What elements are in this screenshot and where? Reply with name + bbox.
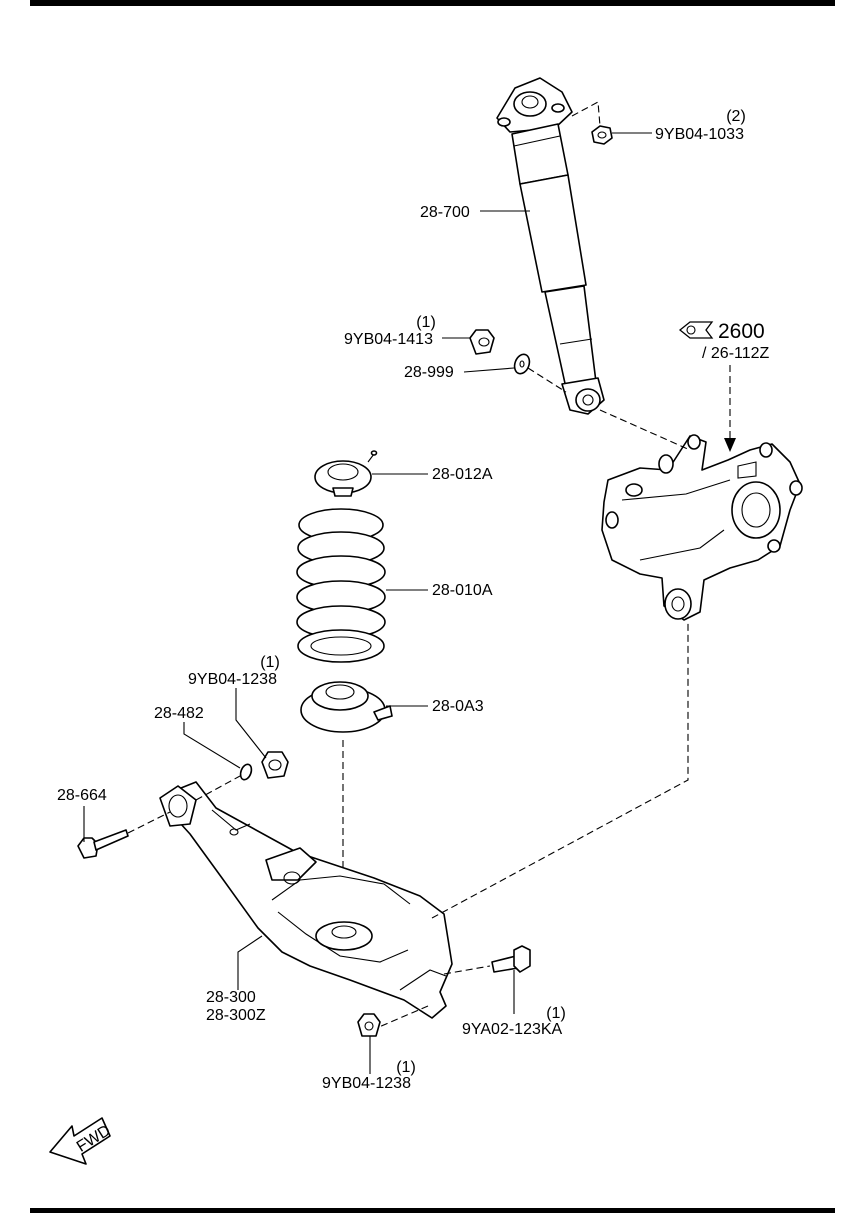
leader-28-482	[183, 722, 241, 769]
qty-9yb04-1033: (2)	[726, 108, 746, 125]
qty-9yb04-1238-lower: (1)	[396, 1059, 416, 1076]
label-9yb04-1238-lower[interactable]: 9YB04-1238	[322, 1075, 411, 1092]
label-9yb04-1413[interactable]: 9YB04-1413	[344, 331, 433, 348]
nut-9yb04-1238-lower[interactable]	[357, 1013, 381, 1037]
bottom-border	[30, 1208, 835, 1213]
nut-9yb04-1238-upper[interactable]	[261, 751, 289, 779]
coil-spring[interactable]	[296, 508, 386, 663]
section-ref-2600[interactable]: 2600	[718, 320, 765, 343]
label-28-300[interactable]: 28-300	[206, 989, 256, 1006]
shock-absorber[interactable]	[496, 77, 605, 415]
leader-28-300	[237, 935, 263, 990]
nut-9yb04-1033[interactable]	[591, 125, 613, 145]
arrow-section-2600	[724, 438, 736, 452]
section-ref-icon	[678, 321, 714, 339]
fwd-arrow-icon: FWD	[49, 1117, 114, 1165]
dash-line-nut-1238-upper	[195, 775, 241, 801]
bolt-28-664[interactable]	[77, 829, 129, 859]
qty-9yb04-1238-upper: (1)	[260, 654, 280, 671]
dash-line-nut-1033	[571, 101, 601, 127]
qty-9ya02-123ka: (1)	[546, 1005, 566, 1022]
dash-line-arm-to-knuckle	[431, 620, 689, 919]
washer-28-999[interactable]	[512, 352, 532, 376]
washer-28-482[interactable]	[239, 763, 254, 781]
dash-line-shock-to-knuckle	[599, 409, 691, 451]
lower-arm[interactable]	[159, 781, 453, 1019]
leader-28-999	[463, 367, 515, 373]
dash-line-washer	[527, 367, 567, 393]
label-28-999[interactable]: 28-999	[404, 364, 454, 381]
lower-spring-seat[interactable]	[300, 681, 393, 733]
bolt-9ya02-123ka[interactable]	[491, 945, 531, 973]
top-border	[30, 0, 835, 6]
label-28-664[interactable]: 28-664	[57, 787, 107, 804]
dash-line-bolt-123ka	[443, 965, 491, 975]
leader-9yb04-1238-upper	[235, 688, 267, 759]
label-28-700[interactable]: 28-700	[420, 204, 470, 221]
qty-9yb04-1413: (1)	[416, 314, 436, 331]
label-28-482[interactable]: 28-482	[154, 705, 204, 722]
label-28-300Z[interactable]: 28-300Z	[206, 1007, 266, 1024]
label-28-010A[interactable]: 28-010A	[432, 582, 493, 599]
label-9yb04-1033[interactable]: 9YB04-1033	[655, 126, 744, 143]
label-28-012A[interactable]: 28-012A	[432, 466, 493, 483]
dash-line-bolt-664	[127, 811, 171, 834]
nut-9yb04-1413[interactable]	[469, 329, 495, 355]
section-ref-26-112Z[interactable]: / 26-112Z	[702, 345, 770, 362]
dash-line-nut-1238-lower	[371, 1005, 429, 1031]
label-9yb04-1238-upper[interactable]: 9YB04-1238	[188, 671, 277, 688]
label-28-0A3[interactable]: 28-0A3	[432, 698, 484, 715]
upper-spring-seat[interactable]	[314, 450, 378, 497]
knuckle[interactable]	[601, 434, 803, 621]
label-9ya02-123ka[interactable]: 9YA02-123KA	[462, 1021, 563, 1038]
